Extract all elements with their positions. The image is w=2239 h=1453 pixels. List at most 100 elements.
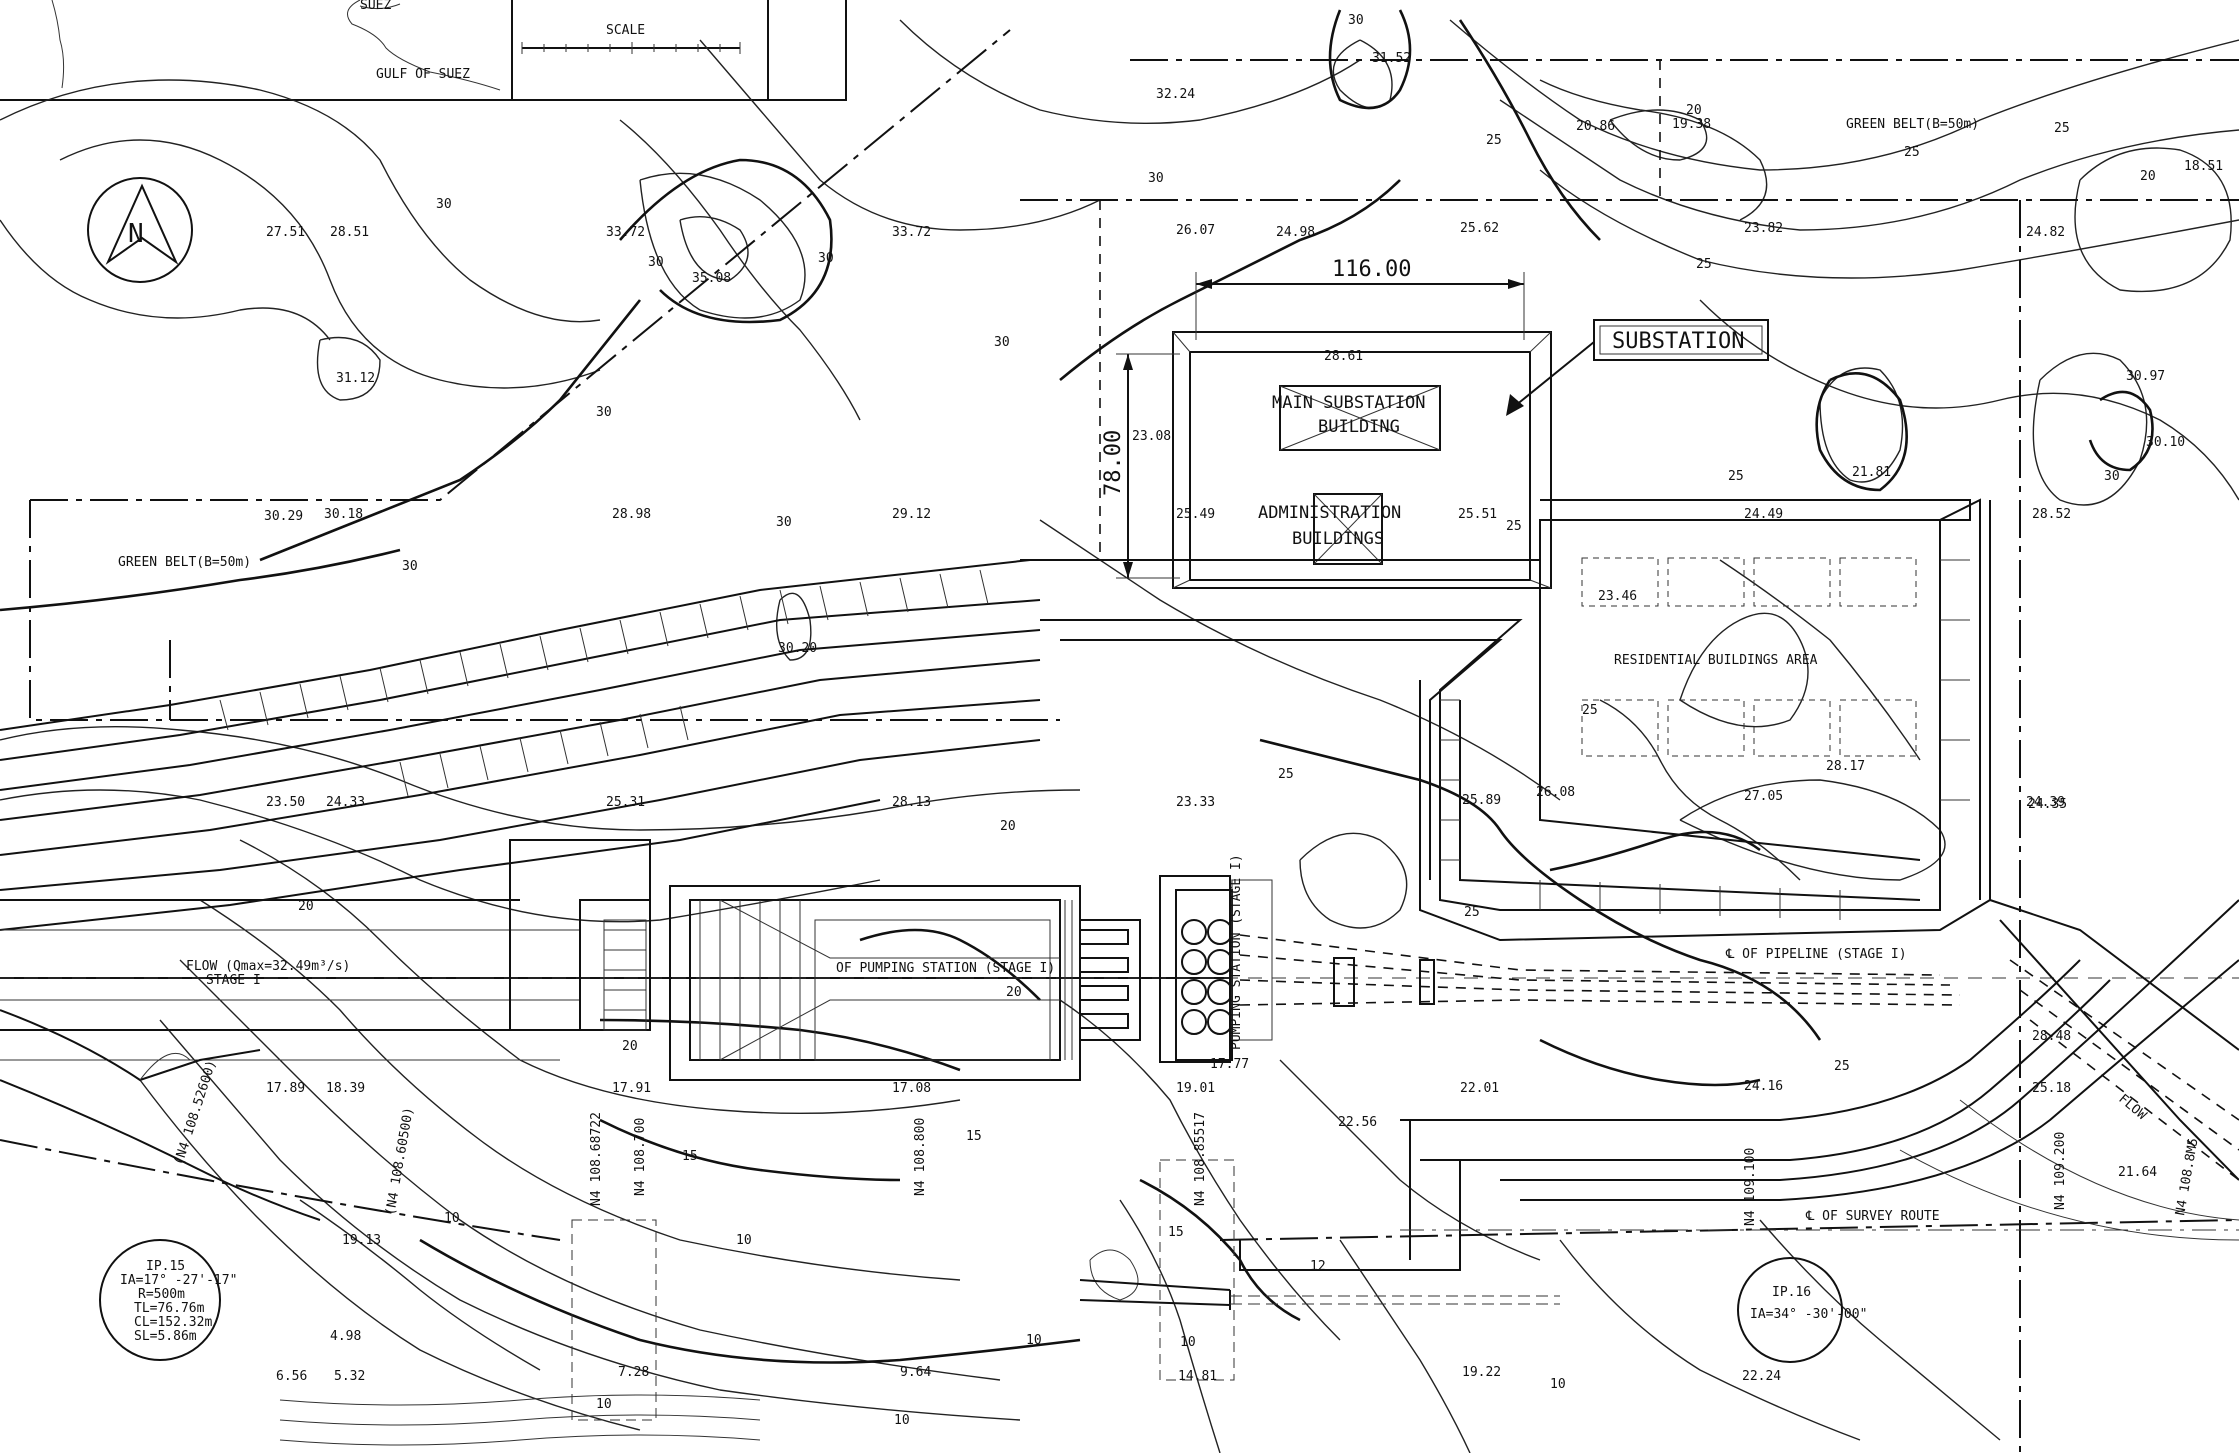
spot-elevation: 22.24 bbox=[1742, 1369, 1781, 1384]
contour-value: 25 bbox=[1486, 133, 1502, 148]
spot-elevation: 26.07 bbox=[1176, 223, 1215, 238]
contour-value: 10 bbox=[596, 1397, 612, 1412]
spot-elevation: 25.31 bbox=[606, 795, 645, 810]
spot-elevation: 24.16 bbox=[1744, 1079, 1783, 1094]
spot-elevation: 28.13 bbox=[892, 795, 931, 810]
ip15-line-0: IP.15 bbox=[146, 1259, 185, 1274]
spot-elevation: 18.39 bbox=[326, 1081, 365, 1096]
contour-value: 25 bbox=[1834, 1059, 1850, 1074]
stage-label: STAGE I bbox=[206, 973, 261, 988]
contour-value: 10 bbox=[444, 1211, 460, 1226]
ip15-line-4: CL=152.32m bbox=[134, 1315, 212, 1330]
pumping-station-vertical-label: PUMPING STATION (STAGE I) bbox=[1229, 854, 1244, 1050]
spot-elevation: 28.52 bbox=[2032, 507, 2071, 522]
spot-elevation: 23.08 bbox=[1132, 429, 1171, 444]
contour-value: 10 bbox=[1550, 1377, 1566, 1392]
green-belt-top-label: GREEN BELT(B=50m) bbox=[1846, 117, 1979, 132]
spot-elevation: 28.17 bbox=[1826, 759, 1865, 774]
survey-route-label: ℄ OF SURVEY ROUTE bbox=[1805, 1209, 1940, 1224]
contour-values: 30 30 30 30 30 30 30 30 30 30 25 25 25 2… bbox=[298, 13, 2156, 1428]
administration-line2: BUILDINGS bbox=[1292, 529, 1384, 549]
spot-elevation: 30.10 bbox=[2146, 435, 2185, 450]
contour-value: 30 bbox=[2104, 469, 2120, 484]
pipeline-label: ℄ OF PIPELINE (STAGE I) bbox=[1725, 947, 1907, 962]
svg-text:N: N bbox=[128, 219, 144, 249]
contour-value: 30 bbox=[994, 335, 1010, 350]
contour-value: 10 bbox=[1180, 1335, 1196, 1350]
ip15-line-3: TL=76.76m bbox=[134, 1301, 205, 1316]
spot-elevation: 25.51 bbox=[1458, 507, 1497, 522]
station-7: N4 109.200 bbox=[2053, 1132, 2068, 1210]
outfall-structures bbox=[279, 1159, 1560, 1446]
contour-value: 20 bbox=[1006, 985, 1022, 1000]
inset-place-gulf: GULF OF SUEZ bbox=[376, 67, 470, 82]
north-arrow-icon: N bbox=[87, 177, 193, 283]
contour-value: 20 bbox=[298, 899, 314, 914]
contour-value: 25 bbox=[1728, 469, 1744, 484]
spot-elevation: 19.13 bbox=[342, 1233, 381, 1248]
spot-elevation: 27.51 bbox=[266, 225, 305, 240]
station-8: N4 108.8M5 bbox=[2173, 1137, 2201, 1217]
contour-value: 30 bbox=[1148, 171, 1164, 186]
spot-elevation: 35.08 bbox=[692, 271, 731, 286]
spot-elevation: 19.22 bbox=[1462, 1365, 1501, 1380]
residential-plots bbox=[1581, 557, 1917, 757]
spot-elevation: 25.62 bbox=[1460, 221, 1499, 236]
spot-elevation: 17.89 bbox=[266, 1081, 305, 1096]
inset-place-suez: SUEZ bbox=[360, 0, 391, 13]
spot-elevation: 29.12 bbox=[892, 507, 931, 522]
contour-value: 30 bbox=[1348, 13, 1364, 28]
spot-elevation: 21.64 bbox=[2118, 1165, 2157, 1180]
spot-elevation: 24.39 bbox=[2026, 795, 2065, 810]
dimension-width: 116.00 bbox=[1332, 257, 1411, 282]
platform-terraces bbox=[1020, 498, 1991, 942]
contour-value: 25 bbox=[1904, 145, 1920, 160]
pumping-station bbox=[1079, 875, 1961, 1063]
ip15-line-2: R=500m bbox=[138, 1287, 185, 1302]
spot-elevation: 23.33 bbox=[1176, 795, 1215, 810]
contour-value: 30 bbox=[596, 405, 612, 420]
spot-elevation: 24.49 bbox=[1744, 507, 1783, 522]
spot-elevation: 23.46 bbox=[1598, 589, 1637, 604]
contour-value: 12 bbox=[1310, 1259, 1326, 1274]
ip15-curve-data bbox=[99, 1239, 221, 1361]
forebay-hatch bbox=[699, 900, 1073, 1060]
contour-value: 30 bbox=[436, 197, 452, 212]
pumping-station-label: OF PUMPING STATION (STAGE I) bbox=[836, 961, 1055, 976]
spot-elevation: 25.18 bbox=[2032, 1081, 2071, 1096]
spot-elevation: 14.81 bbox=[1178, 1369, 1217, 1384]
station-4: N4 108.800 bbox=[913, 1118, 928, 1196]
spot-elevation: 30.20 bbox=[778, 641, 817, 656]
ip15-line-1: IA=17° -27'-17" bbox=[120, 1273, 237, 1288]
inset-scale-label: SCALE bbox=[606, 23, 645, 38]
spot-elevation: 18.51 bbox=[2184, 159, 2223, 174]
spot-elevation: 6.56 bbox=[276, 1369, 307, 1384]
station-6: N4 109.100 bbox=[1743, 1148, 1758, 1226]
spot-elevation: 20.86 bbox=[1576, 119, 1615, 134]
spot-elevation: 31.12 bbox=[336, 371, 375, 386]
main-substation-line1: MAIN SUBSTATION bbox=[1272, 393, 1426, 413]
spot-elevation: 30.29 bbox=[264, 509, 303, 524]
spot-elevation: 17.08 bbox=[892, 1081, 931, 1096]
spot-elevation: 7.28 bbox=[618, 1365, 649, 1380]
spot-elevation: 23.82 bbox=[1744, 221, 1783, 236]
spot-elevation: 4.98 bbox=[330, 1329, 361, 1344]
contour-value: 30 bbox=[776, 515, 792, 530]
spot-elevation: 5.32 bbox=[334, 1369, 365, 1384]
contour-value: 10 bbox=[1026, 1333, 1042, 1348]
administration-line1: ADMINISTRATION bbox=[1258, 503, 1401, 523]
contour-value: 20 bbox=[1686, 103, 1702, 118]
spot-elevation: 28.51 bbox=[330, 225, 369, 240]
contour-value: 20 bbox=[622, 1039, 638, 1054]
spot-elevation: 17.77 bbox=[1210, 1057, 1249, 1072]
contour-value: 25 bbox=[1464, 905, 1480, 920]
scale-bar-ticks bbox=[521, 42, 741, 54]
contour-value: 25 bbox=[1696, 257, 1712, 272]
spot-elevation: 21.81 bbox=[1852, 465, 1891, 480]
spot-elevation: 33.72 bbox=[606, 225, 645, 240]
ip15-line-5: SL=5.86m bbox=[134, 1329, 197, 1344]
main-substation-line2: BUILDING bbox=[1318, 417, 1400, 437]
flow-label: FLOW (Qmax=32.49m³/s) bbox=[186, 959, 350, 974]
contour-value: 20 bbox=[2140, 169, 2156, 184]
